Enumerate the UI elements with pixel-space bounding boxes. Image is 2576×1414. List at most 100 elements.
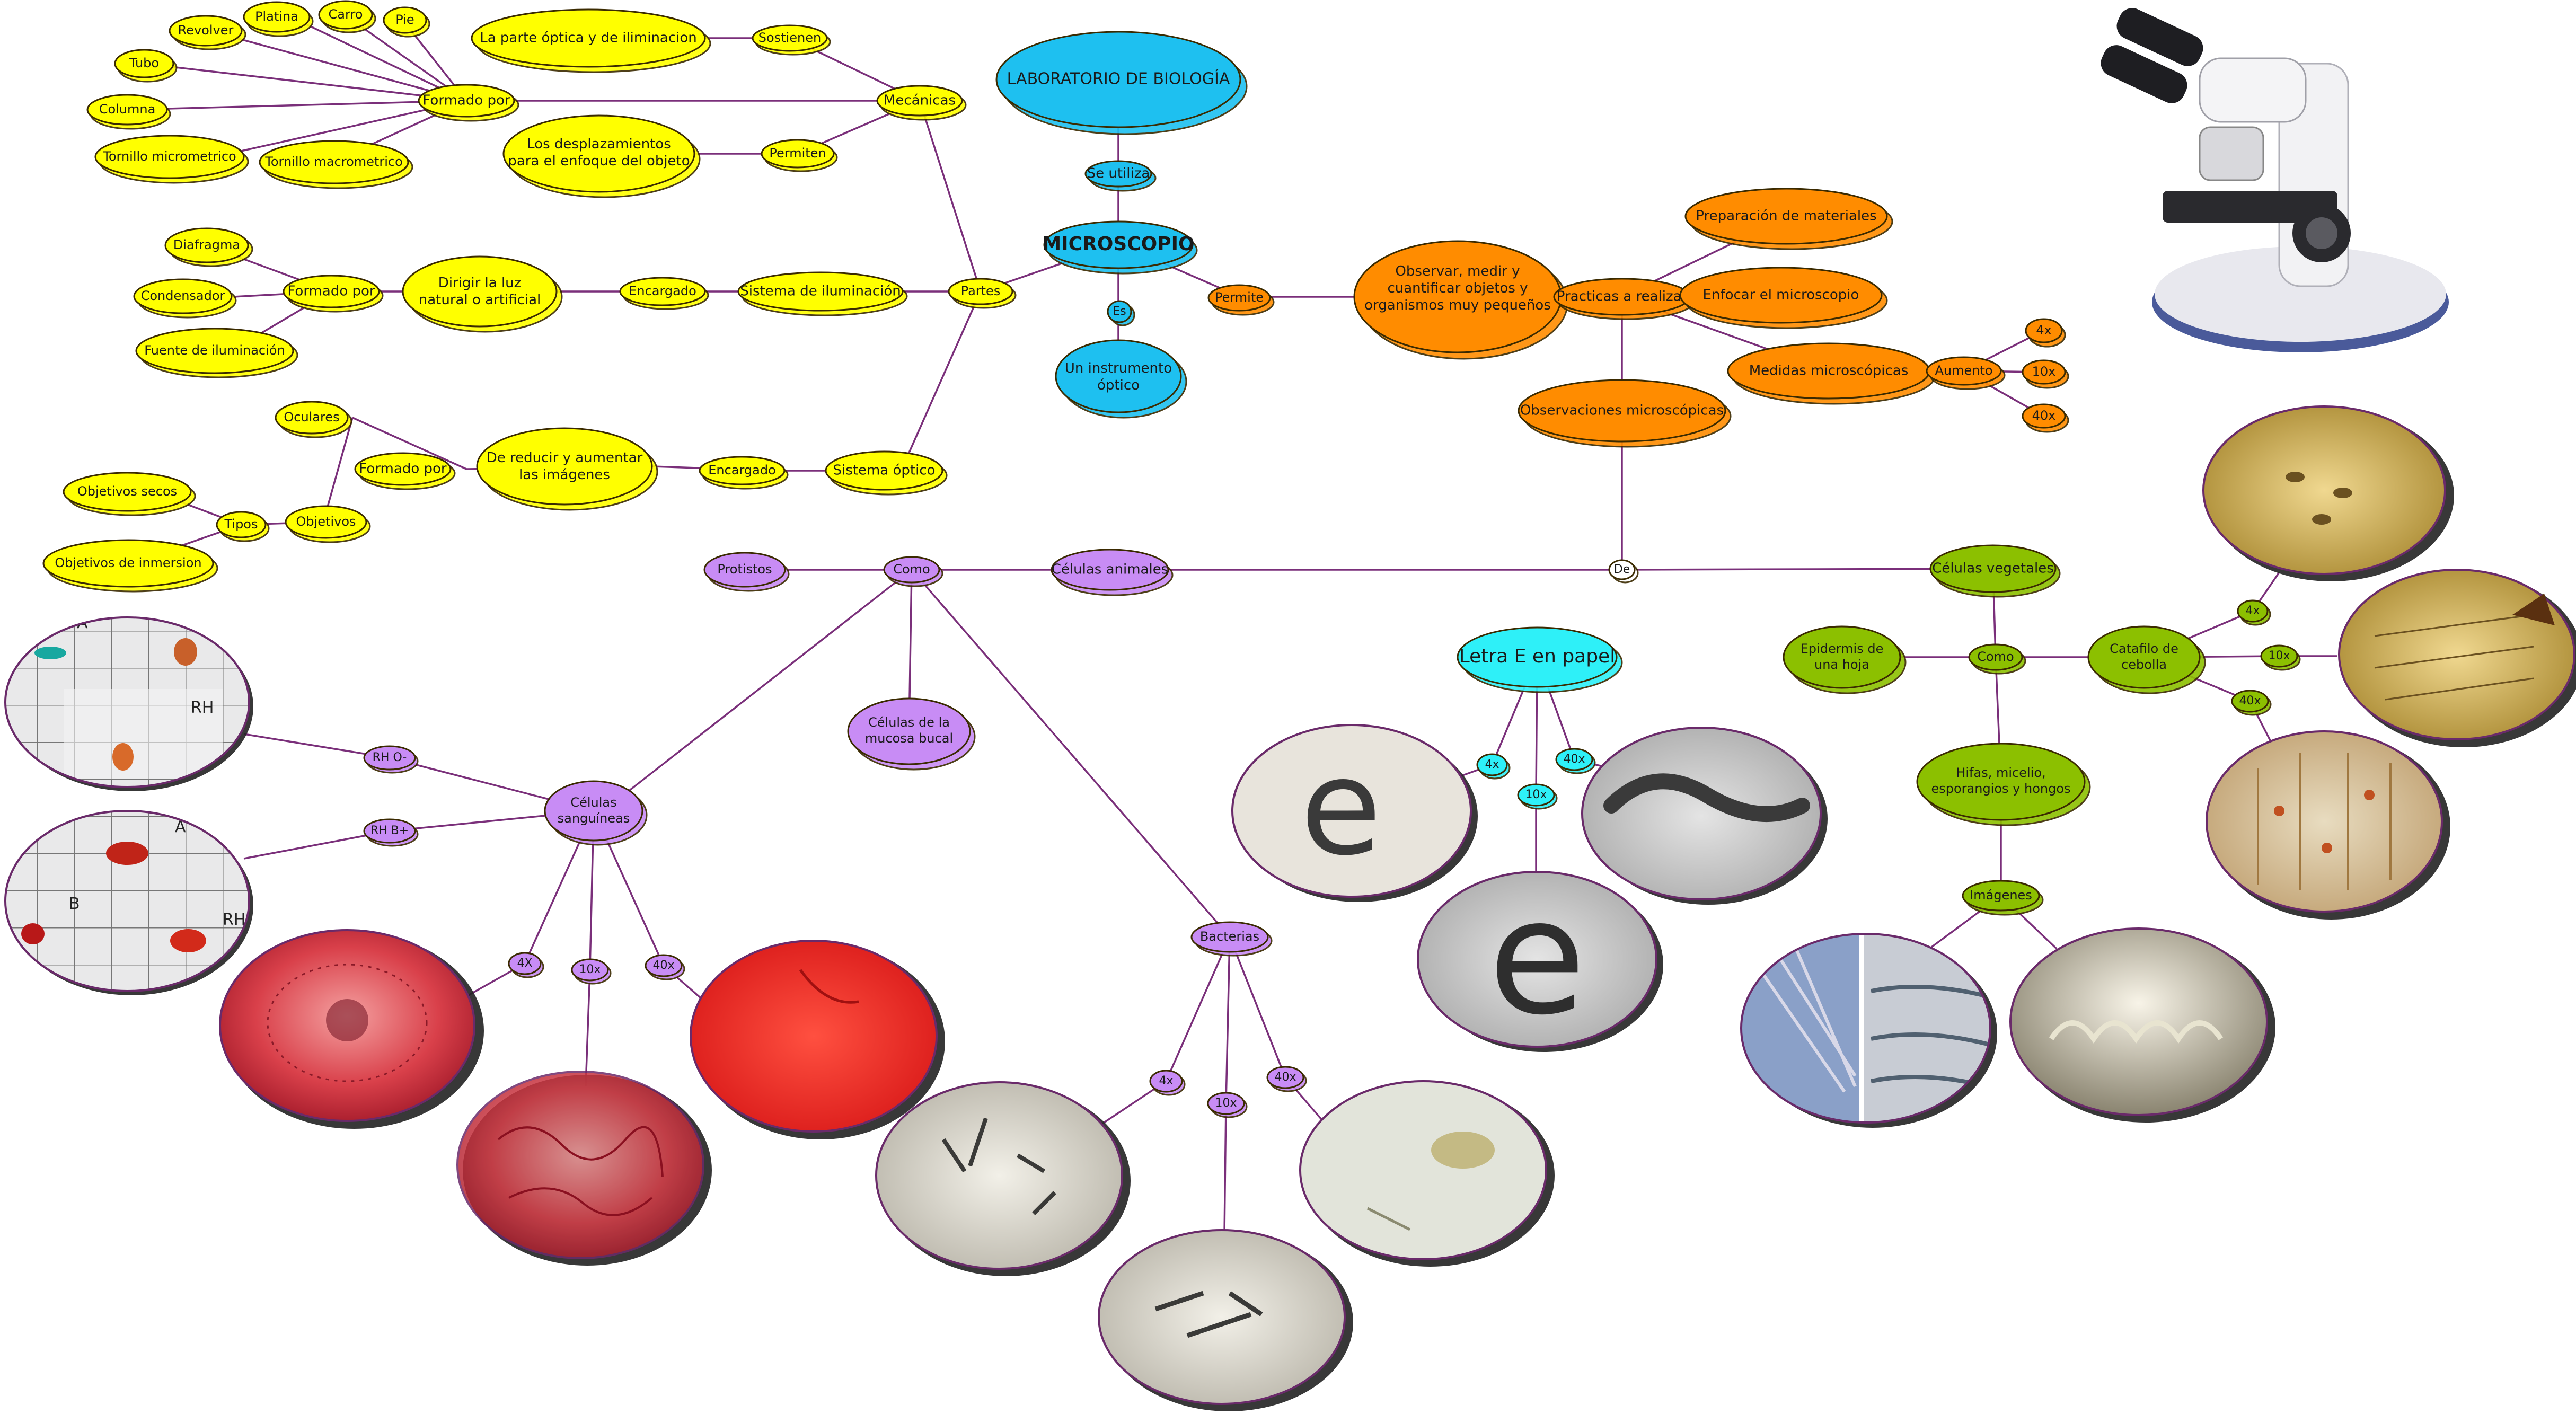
microscopio-node[interactable]: MICROSCOPIO <box>1042 220 1198 275</box>
catafilo-10x-node[interactable]: 10x <box>2260 644 2301 671</box>
letra-e-10x-node[interactable]: 10x <box>1517 783 1558 810</box>
letra-e-node[interactable]: Letra E en papel <box>1457 626 1623 693</box>
fuente-node[interactable]: Fuente de iluminación <box>135 328 298 378</box>
protistos-label: Protistos <box>717 562 772 577</box>
de-node[interactable]: De <box>1608 559 1639 584</box>
es-node[interactable]: Es <box>1107 300 1135 326</box>
observaciones-node[interactable]: Observaciones microscópicas <box>1518 379 1732 448</box>
mecanicas-label: Mecánicas <box>884 93 956 109</box>
bacterias-40x-label: 40x <box>1274 1071 1296 1084</box>
sangre-40x-node[interactable]: 40x <box>645 954 685 980</box>
permiten-node[interactable]: Permiten <box>761 139 838 172</box>
sostienen-node[interactable]: Sostienen <box>752 24 831 56</box>
platina-label: Platina <box>255 9 298 24</box>
columna-node[interactable]: Columna <box>86 94 171 130</box>
encargado-optico-node[interactable]: Encargado <box>699 456 789 490</box>
pie-label: Pie <box>395 12 414 27</box>
lab-title-node[interactable]: LABORATORIO DE BIOLOGÍA <box>995 31 1248 135</box>
imagenes-label: Imágenes <box>1970 888 2032 903</box>
como-vegetales-node[interactable]: Como <box>1968 643 2026 675</box>
formado-por-mecanicas-label: Formado por <box>422 93 510 109</box>
fuente-label: Fuente de iluminación <box>144 343 285 358</box>
tornillo-micro-label: Tornillo micrometrico <box>102 149 236 164</box>
oculares-node[interactable]: Oculares <box>275 401 352 438</box>
celulas-vegetales-node[interactable]: Células vegetales <box>1929 544 2061 598</box>
mecanicas-node[interactable]: Mecánicas <box>876 85 967 121</box>
diafragma-node[interactable]: Diafragma <box>164 227 253 267</box>
bacterias-10x-node[interactable]: 10x <box>1207 1092 1248 1118</box>
hifas-label: Hifas, micelio,esporangios y hongos <box>1931 765 2070 796</box>
bacterias-4x-node[interactable]: 4x <box>1149 1070 1186 1096</box>
tornillo-macro-node[interactable]: Tornillo macrometrico <box>259 140 413 189</box>
como-animales-label: Como <box>893 562 930 577</box>
sistema-optico-node[interactable]: Sistema óptico <box>825 450 948 496</box>
obj-inmersion-node[interactable]: Objetivos de inmersion <box>42 539 218 593</box>
formado-por-ilum-node[interactable]: Formado por <box>283 275 384 313</box>
practicas-node[interactable]: Practicas a realizar <box>1553 278 1695 320</box>
onion-10x-photo <box>2338 569 2576 747</box>
rh-positivo-node[interactable]: RH B+ <box>363 818 419 847</box>
hifas-node[interactable]: Hifas, micelio,esporangios y hongos <box>1916 743 2091 826</box>
bacterias-40x-node[interactable]: 40x <box>1266 1066 1307 1092</box>
celulas-animales-node[interactable]: Células animales <box>1051 549 1174 596</box>
preparacion-node[interactable]: Preparación de materiales <box>1684 188 1893 250</box>
revolver-node[interactable]: Revolver <box>169 15 246 50</box>
como-animales-node[interactable]: Como <box>883 556 943 587</box>
como-vegetales-label: Como <box>1977 649 2014 664</box>
letra-e-40x-node[interactable]: 40x <box>1555 748 1596 774</box>
sangre-4x-node[interactable]: 4X <box>508 952 544 978</box>
carro-node[interactable]: Carro <box>318 0 376 33</box>
aumento-40x-node[interactable]: 40x <box>2022 403 2069 433</box>
pie-node[interactable]: Pie <box>383 6 430 38</box>
bacteria-4x-photo <box>875 1081 1131 1276</box>
obj-inmersion-label: Objetivos de inmersion <box>55 555 201 570</box>
se-utiliza-node[interactable]: Se utiliza <box>1084 160 1157 192</box>
aumento-4x-node[interactable]: 4x <box>2025 318 2066 348</box>
condensador-node[interactable]: Condensador <box>133 278 237 319</box>
permite-node[interactable]: Permite <box>1207 284 1275 316</box>
hifas-photo-1 <box>1740 933 1997 1128</box>
onion-4x-photo <box>2202 405 2454 581</box>
aumento-10x-node[interactable]: 10x <box>2022 359 2069 389</box>
tipos-node[interactable]: Tipos <box>216 511 270 542</box>
platina-node[interactable]: Platina <box>243 1 314 37</box>
enfocar-node[interactable]: Enfocar el microscopio <box>1679 267 1888 329</box>
sistema-ilum-node[interactable]: Sistema de iluminación <box>737 271 908 316</box>
formado-por-mecanicas-node[interactable]: Formado por <box>418 84 519 122</box>
rh-negativo-label: RH O- <box>373 751 407 764</box>
obj-secos-node[interactable]: Objetivos secos <box>63 472 196 516</box>
optica-ilum-node[interactable]: La parte óptica y de iliminacion <box>471 8 711 73</box>
letra-e-4x-node[interactable]: 4x <box>1476 753 1511 780</box>
protistos-node[interactable]: Protistos <box>703 552 790 592</box>
tornillo-micro-node[interactable]: Tornillo micrometrico <box>94 135 249 184</box>
partes-node[interactable]: Partes <box>948 278 1017 309</box>
encargado-ilum-node[interactable]: Encargado <box>619 277 709 310</box>
permite-label: Permite <box>1215 290 1264 305</box>
tubo-node[interactable]: Tubo <box>114 49 178 83</box>
medidas-node[interactable]: Medidas microscópicas <box>1727 342 1936 405</box>
catafilo-4x-label: 4x <box>2245 604 2260 617</box>
catafilo-40x-node[interactable]: 40x <box>2231 690 2272 716</box>
objetivos-node[interactable]: Objetivos <box>285 505 371 543</box>
rh-negativo-node[interactable]: RH O- <box>363 745 419 774</box>
imagenes-node[interactable]: Imágenes <box>1962 880 2044 916</box>
aumento-node[interactable]: Aumento <box>1926 356 2006 390</box>
objetivos-label: Objetivos <box>296 514 356 529</box>
formado-por-optico-node[interactable]: Formado por <box>354 452 456 490</box>
sangre-10x-node[interactable]: 10x <box>571 958 612 985</box>
bacterias-node[interactable]: Bacterias <box>1190 921 1273 957</box>
diafragma-label: Diafragma <box>173 237 240 252</box>
tornillo-macro-label: Tornillo macrometrico <box>264 154 403 169</box>
catafilo-4x-node[interactable]: 4x <box>2237 599 2271 626</box>
